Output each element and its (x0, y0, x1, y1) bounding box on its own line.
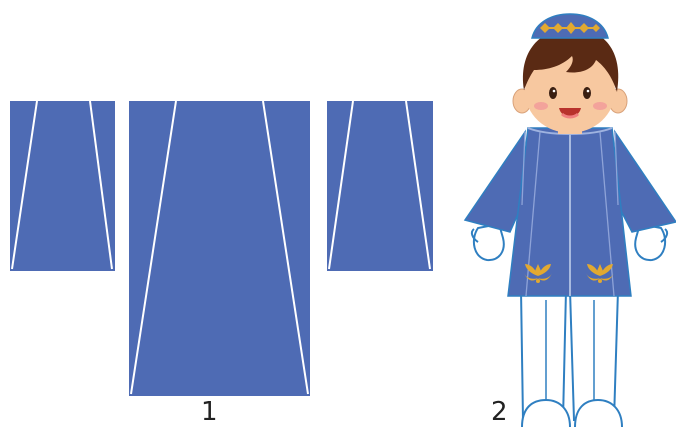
body-pattern (129, 101, 310, 396)
cap (532, 14, 608, 38)
shoes (522, 400, 622, 427)
left-sleeve-pattern (10, 101, 115, 271)
head (513, 28, 627, 134)
boy-doll (465, 14, 676, 427)
figure-label-2: 2 (491, 399, 508, 425)
right-sleeve-pattern (327, 101, 433, 271)
coat (465, 128, 676, 296)
figure-label-1: 1 (201, 399, 218, 425)
pattern-pieces (10, 101, 433, 396)
